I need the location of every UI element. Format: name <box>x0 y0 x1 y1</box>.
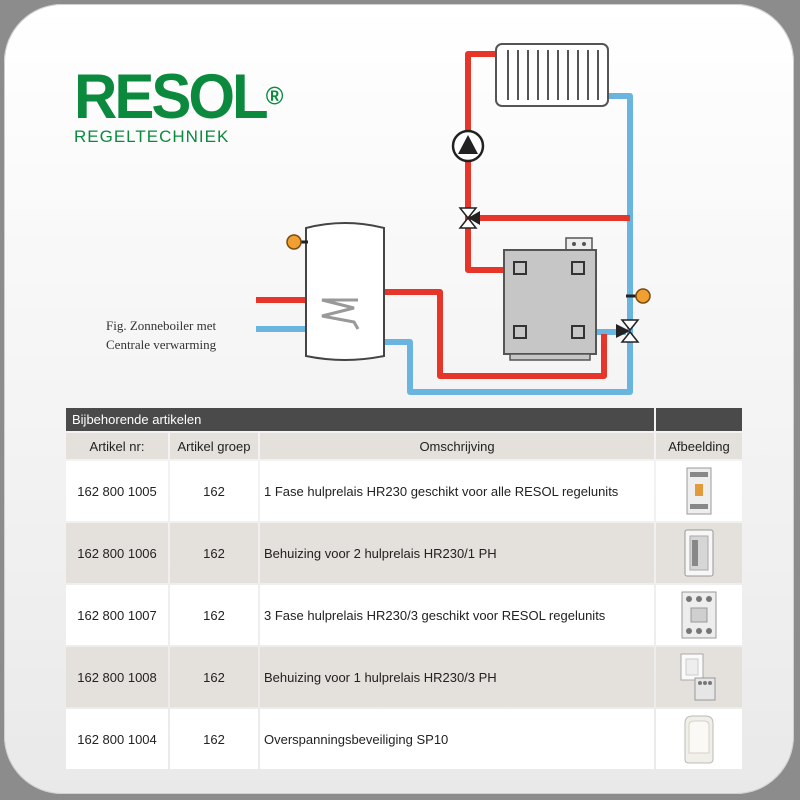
table-title: Bijbehorende artikelen <box>66 408 654 431</box>
articles-table: Bijbehorende artikelen Artikel nr: Artik… <box>64 406 744 771</box>
cold-pipe-radiator-return <box>608 93 633 326</box>
cell-artikel-nr: 162 800 1005 <box>66 461 168 521</box>
solar-storage-tank <box>286 222 385 361</box>
enclosure-2-icon <box>684 529 714 577</box>
cell-afbeelding <box>656 523 742 583</box>
table-header-row: Artikel nr: Artikel groep Omschrijving A… <box>66 433 742 459</box>
table-row: 162 800 1004 162 Overspanningsbeveiligin… <box>66 709 742 769</box>
cell-artikel-groep: 162 <box>170 709 258 769</box>
cell-omschrijving: Behuizing voor 2 hulprelais HR230/1 PH <box>260 523 654 583</box>
logo-subtitle: REGELTECHNIEK <box>74 127 230 146</box>
cell-afbeelding <box>656 585 742 645</box>
cell-omschrijving: 1 Fase hulprelais HR230 geschikt voor al… <box>260 461 654 521</box>
cell-artikel-groep: 162 <box>170 523 258 583</box>
table-row: 162 800 1008 162 Behuizing voor 1 hulpre… <box>66 647 742 707</box>
relay-single-phase-icon <box>686 467 712 515</box>
temperature-sensor-icon <box>626 288 651 304</box>
valve-icon-top <box>458 207 480 229</box>
header-omschrijving: Omschrijving <box>260 433 654 459</box>
table-row: 162 800 1005 162 1 Fase hulprelais HR230… <box>66 461 742 521</box>
header-artikel-nr: Artikel nr: <box>66 433 168 459</box>
cell-artikel-groep: 162 <box>170 585 258 645</box>
header-artikel-groep: Artikel groep <box>170 433 258 459</box>
cell-afbeelding <box>656 647 742 707</box>
cell-artikel-groep: 162 <box>170 461 258 521</box>
cell-omschrijving: Overspanningsbeveiliging SP10 <box>260 709 654 769</box>
valve-icon-right <box>616 319 640 343</box>
logo-brand: RESOL® <box>74 61 284 132</box>
figure-caption: Fig. Zonneboiler met Centrale verwarming <box>106 318 217 352</box>
cell-afbeelding <box>656 709 742 769</box>
hot-pipe-solar-out <box>384 289 607 379</box>
resol-logo: RESOL® REGELTECHNIEK <box>74 61 284 147</box>
cell-artikel-groep: 162 <box>170 647 258 707</box>
cell-artikel-nr: 162 800 1004 <box>66 709 168 769</box>
pump-icon <box>451 129 485 163</box>
cell-omschrijving: 3 Fase hulprelais HR230/3 geschikt voor … <box>260 585 654 645</box>
cell-artikel-nr: 162 800 1007 <box>66 585 168 645</box>
cell-artikel-nr: 162 800 1008 <box>66 647 168 707</box>
radiator <box>495 43 609 107</box>
cold-pipe-return <box>384 326 633 395</box>
table-banner-row: Bijbehorende artikelen <box>66 408 742 431</box>
table-row: 162 800 1006 162 Behuizing voor 2 hulpre… <box>66 523 742 583</box>
cell-omschrijving: Behuizing voor 1 hulprelais HR230/3 PH <box>260 647 654 707</box>
surge-protector-icon <box>684 715 714 764</box>
cell-artikel-nr: 162 800 1006 <box>66 523 168 583</box>
enclosure-1-icon <box>680 653 716 701</box>
heating-diagram <box>256 43 651 395</box>
header-afbeelding: Afbeelding <box>656 433 742 459</box>
table-row: 162 800 1007 162 3 Fase hulprelais HR230… <box>66 585 742 645</box>
page-card: RESOL® REGELTECHNIEK <box>4 4 794 794</box>
central-heating-boiler <box>503 237 597 361</box>
cell-afbeelding <box>656 461 742 521</box>
relay-three-phase-icon <box>681 591 717 639</box>
